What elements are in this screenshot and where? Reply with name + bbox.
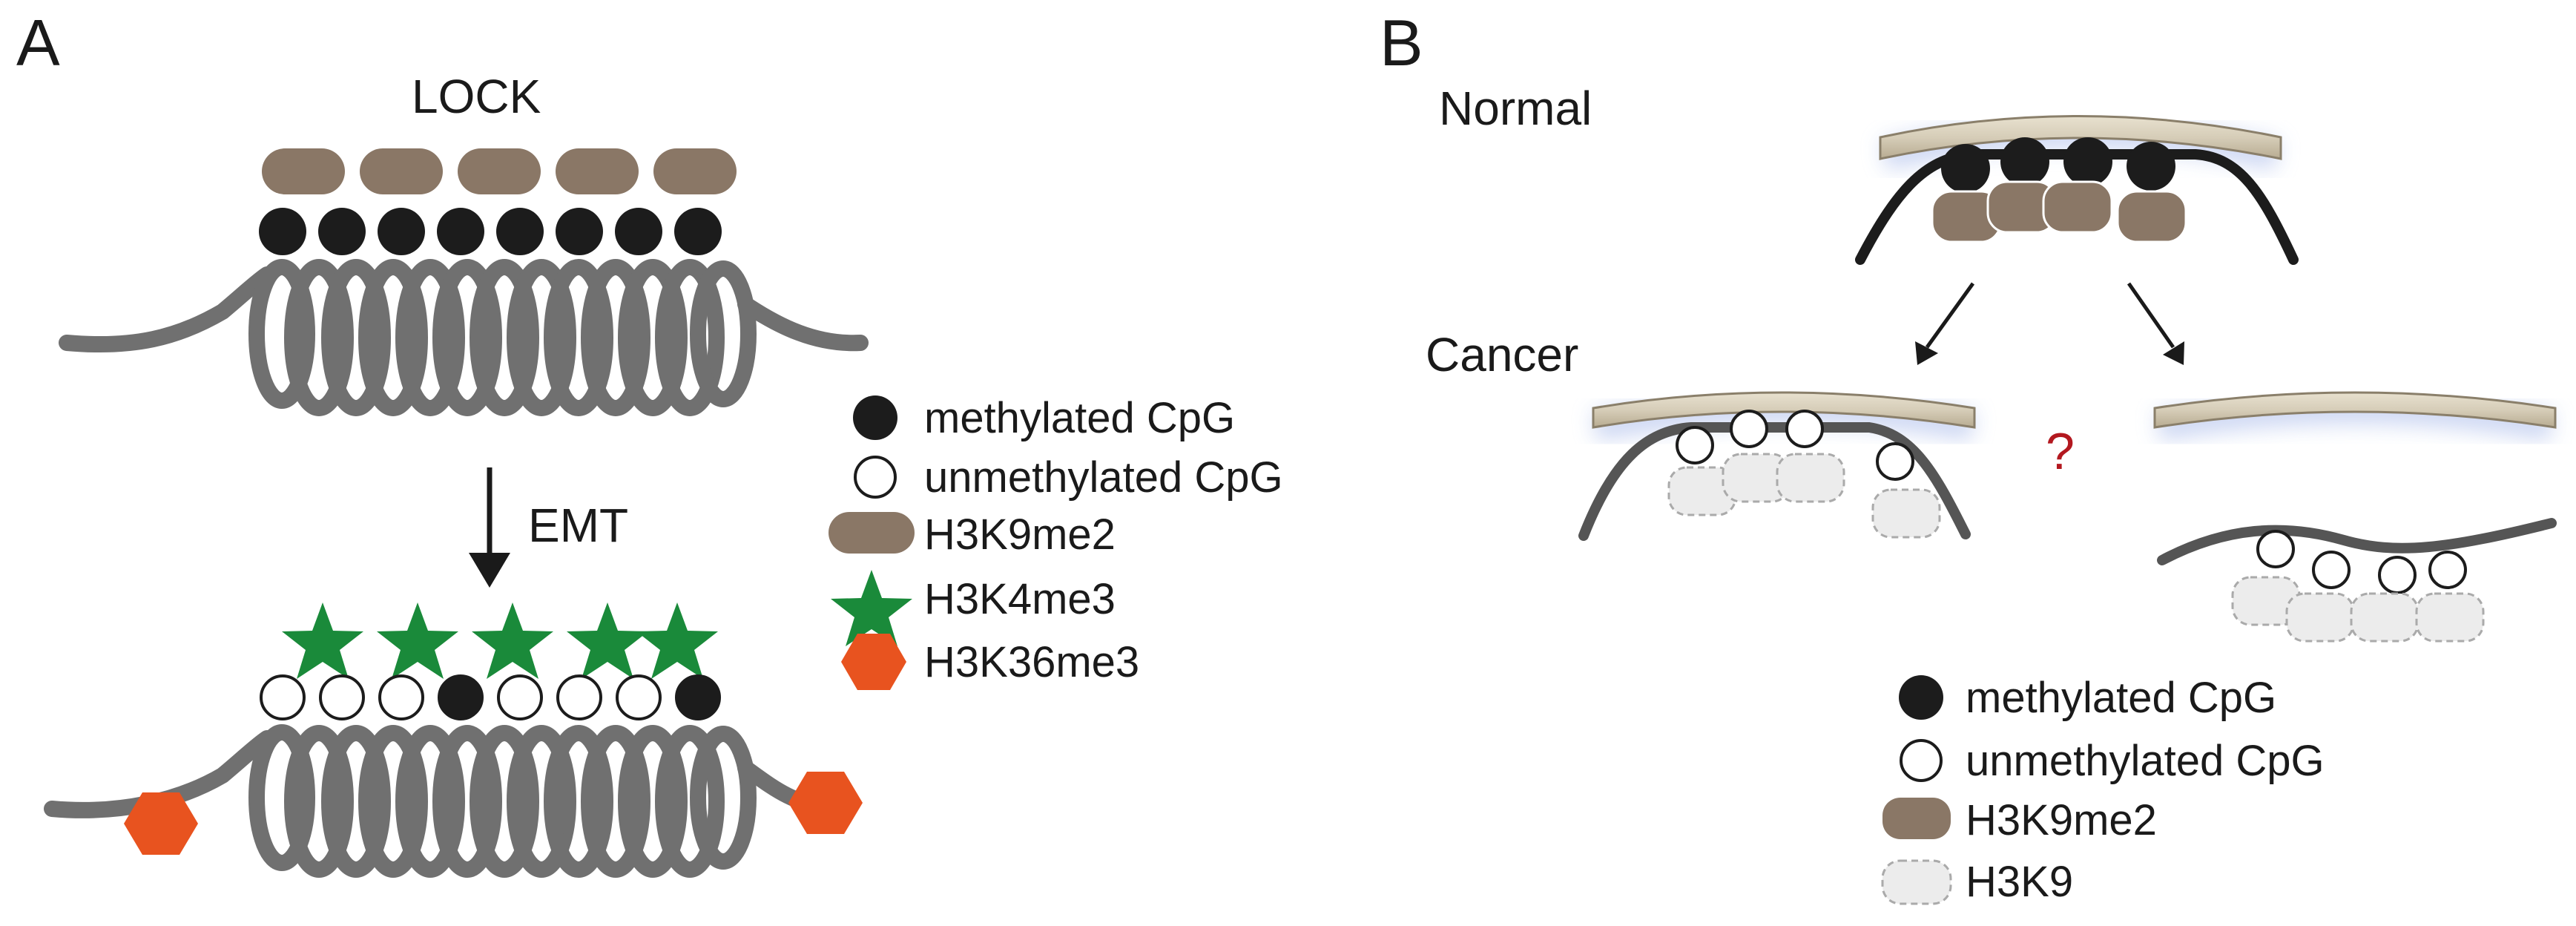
unmethylated-cpg <box>1876 442 1914 481</box>
h3k4me3-row <box>282 602 718 679</box>
legend-h3k4me3-symbol <box>831 570 912 646</box>
panel-b-label: B <box>1380 6 1423 79</box>
unmethylated-cpg <box>1785 410 1824 448</box>
legend-methylated-label: methylated CpG <box>924 394 1235 442</box>
h3k9-mark <box>2350 592 2419 643</box>
h3k9me2-row <box>262 148 737 194</box>
cancer-state-right <box>2153 391 2557 643</box>
legend-methylated-symbol <box>853 395 897 440</box>
methylated-cpg <box>437 208 484 255</box>
emt-label: EMT <box>528 499 628 552</box>
panel-a: A LOCK <box>16 6 1283 878</box>
methylated-cpg <box>2127 142 2175 191</box>
legend-h3k4me3-label: H3K4me3 <box>924 575 1116 623</box>
h3k9-mark <box>2231 576 2301 626</box>
methylated-cpg <box>438 674 484 720</box>
methylated-cpg <box>378 208 425 255</box>
h3k9me2-mark <box>262 148 345 194</box>
h3k9me2-mark <box>458 148 541 194</box>
chromatin-coil-top <box>59 259 869 416</box>
unmethylated-cpg <box>2428 551 2467 589</box>
nuclear-lamina <box>1879 115 2282 160</box>
h3k36me3-mark <box>788 772 863 834</box>
nuclear-lamina <box>1592 391 1976 429</box>
h3k4me3-mark <box>282 602 363 679</box>
unmethylated-cpg <box>319 674 365 720</box>
h3k9-mark <box>1722 453 1791 503</box>
nuclear-lamina <box>2153 391 2557 429</box>
h3k9me2-mark <box>2116 190 2187 243</box>
h3k9me2-mark <box>2042 180 2113 234</box>
unmethylated-cpg <box>556 674 602 720</box>
dna-strand <box>737 296 869 352</box>
h3k9me2-mark <box>556 148 639 194</box>
h3k4me3-mark <box>377 602 458 679</box>
h3k9-mark <box>1776 453 1845 503</box>
unmethylated-cpg <box>616 674 662 720</box>
normal-label: Normal <box>1439 82 1592 135</box>
methylated-cpg <box>675 674 721 720</box>
unmethylated-cpg <box>2312 551 2351 589</box>
h3k4me3-mark <box>636 602 718 679</box>
legend-h3k9-symbol <box>1881 859 1952 905</box>
cpg-row-top <box>259 208 722 255</box>
panel-a-label: A <box>16 6 60 79</box>
legend-unmethylated-symbol <box>1900 739 1943 782</box>
methylated-cpg <box>2063 137 2112 186</box>
legend-methylated-label: methylated CpG <box>1966 674 2276 722</box>
methylated-cpg <box>496 208 544 255</box>
normal-state <box>1855 115 2299 265</box>
unmethylated-cpg <box>1676 426 1714 464</box>
legend-unmethylated-label: unmethylated CpG <box>924 453 1283 502</box>
cpg-row-bottom <box>260 674 721 720</box>
legend-unmethylated-symbol <box>854 456 897 499</box>
h3k9me2-mark <box>360 148 443 194</box>
cancer-label: Cancer <box>1426 328 1578 381</box>
legend-unmethylated-label: unmethylated CpG <box>1966 737 2325 785</box>
methylated-cpg <box>674 208 722 255</box>
methylated-cpg <box>318 208 366 255</box>
legend-methylated-symbol <box>1899 675 1943 720</box>
panel-b-legend: methylated CpG unmethylated CpG H3K9me2 … <box>1881 674 2325 906</box>
methylated-cpg <box>615 208 662 255</box>
panel-b: B Normal Cancer <box>1380 6 2557 906</box>
h3k9-mark <box>2285 592 2355 643</box>
methylated-cpg <box>259 208 306 255</box>
legend-h3k9me2-symbol <box>1882 798 1951 839</box>
legend-h3k36me3-label: H3K36me3 <box>924 638 1139 686</box>
methylated-cpg <box>2000 137 2049 186</box>
unmethylated-cpg <box>260 674 306 720</box>
legend-h3k9me2-symbol <box>829 512 915 554</box>
methylated-cpg <box>1941 144 1990 193</box>
unmethylated-cpg <box>1730 410 1768 448</box>
question-mark: ? <box>2046 422 2075 480</box>
legend-h3k9-label: H3K9 <box>1966 858 2073 906</box>
h3k4me3-mark <box>567 602 648 679</box>
legend-h3k36me3-symbol <box>841 634 906 690</box>
cancer-state-left <box>1578 391 1976 541</box>
methylated-cpg <box>556 208 603 255</box>
h3k36me3-mark <box>124 792 198 855</box>
h3k4me3-mark <box>472 602 553 679</box>
h3k9-mark <box>2415 592 2485 643</box>
dna-strand <box>44 730 275 818</box>
dna-strand <box>59 266 275 353</box>
h3k9-mark <box>1871 488 1941 539</box>
panel-a-legend: methylated CpG unmethylated CpG H3K9me2 … <box>829 394 1283 690</box>
h3k9-mark <box>1667 466 1737 516</box>
legend-h3k9me2-label: H3K9me2 <box>1966 796 2157 844</box>
dna-strand <box>2157 518 2557 565</box>
unmethylated-cpg <box>497 674 543 720</box>
cancer-arrows <box>1915 282 2184 365</box>
unmethylated-cpg <box>2378 556 2417 594</box>
unmethylated-cpg <box>378 674 424 720</box>
unmethylated-cpg <box>2256 530 2295 568</box>
lock-label: LOCK <box>412 70 541 123</box>
h3k9me2-mark <box>653 148 737 194</box>
chromatin-coil-bottom <box>44 724 839 878</box>
legend-h3k9me2-label: H3K9me2 <box>924 510 1116 559</box>
emt-arrow <box>469 467 510 588</box>
